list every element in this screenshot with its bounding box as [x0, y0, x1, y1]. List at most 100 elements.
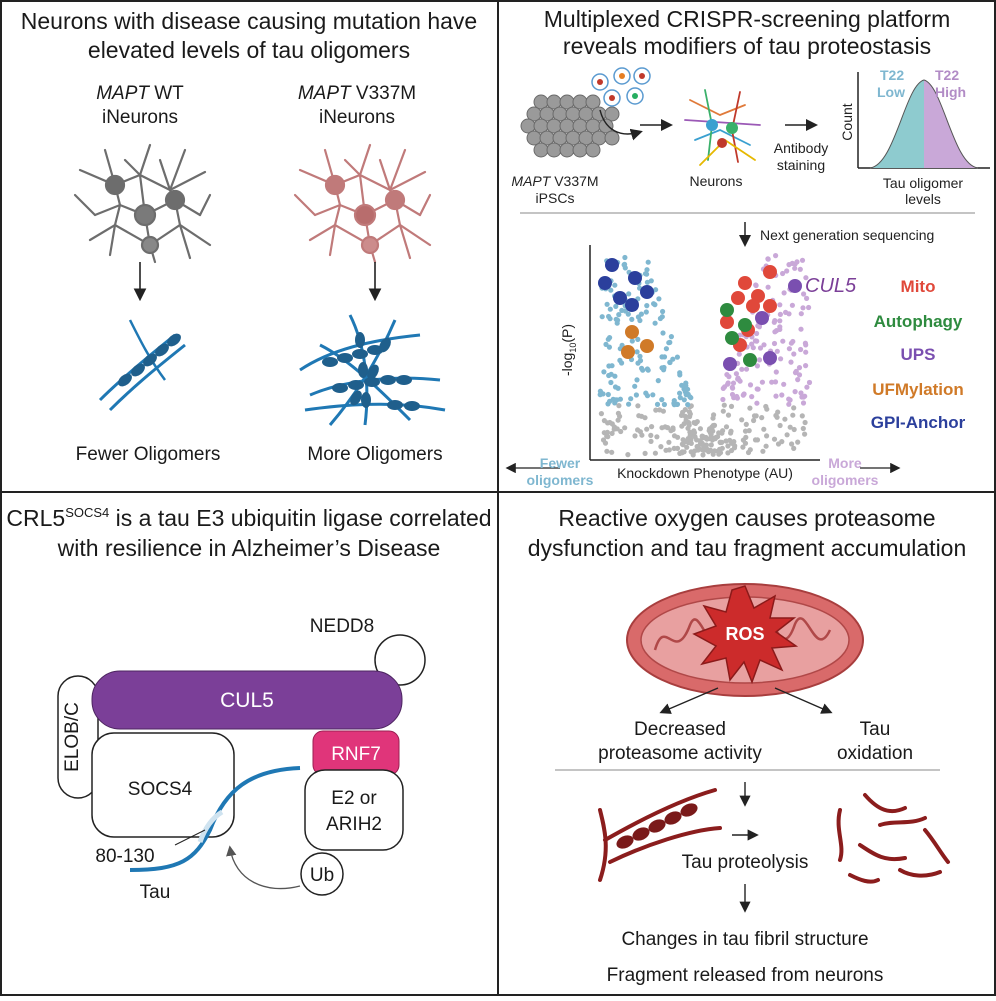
volcano-point	[601, 418, 608, 424]
volcano-point	[789, 260, 795, 266]
volcano-point	[733, 371, 740, 377]
volcano-point	[708, 447, 714, 453]
volcano-point	[771, 319, 777, 325]
volcano-point	[700, 452, 706, 458]
volcano-point	[675, 434, 681, 440]
volcano-point	[789, 441, 795, 447]
volcano-point	[708, 432, 714, 438]
t22-high-line1: T22	[935, 67, 959, 83]
volcano-point	[734, 393, 740, 400]
volcano-point	[597, 392, 603, 398]
legend-autophagy: Autophagy	[874, 312, 963, 331]
volcano-point	[598, 411, 605, 417]
volcano-point	[806, 304, 812, 311]
volcano-point	[681, 397, 687, 403]
volcano-point	[739, 417, 745, 423]
volcano-point	[686, 422, 692, 428]
volcano-point	[637, 317, 643, 324]
volcano-point	[626, 401, 632, 407]
volcano-hit-point	[625, 325, 639, 339]
volcano-point	[761, 342, 767, 348]
volcano-point	[655, 378, 661, 384]
e2-label-line2: ARIH2	[326, 814, 382, 835]
volcano-point	[791, 426, 797, 433]
volcano-point	[694, 419, 700, 425]
volcano-point	[774, 348, 780, 354]
volcano-hit-point	[763, 351, 777, 365]
volcano-point	[644, 426, 650, 432]
volcano-point	[617, 413, 623, 419]
volcano-point	[725, 450, 731, 456]
volcano-point	[754, 386, 760, 392]
neurons-label: Neurons	[690, 173, 743, 189]
oligomer-histogram: T22 Low T22 High Count Tau oligomer leve…	[839, 67, 990, 207]
volcano-point	[759, 415, 765, 421]
volcano-point	[704, 436, 710, 442]
volcano-point	[729, 384, 735, 390]
volcano-point	[716, 430, 722, 436]
volcano-point	[660, 308, 666, 315]
mutant-cell-label: iNeurons	[319, 107, 395, 128]
volcano-point	[803, 275, 809, 281]
volcano-point	[699, 433, 705, 439]
volcano-point	[799, 257, 806, 263]
panel3-title-line1: CRL5SOCS4 is a tau E3 ubiquitin ligase c…	[6, 505, 491, 531]
volcano-point	[607, 398, 613, 404]
volcano-point	[616, 403, 622, 409]
volcano-point	[609, 449, 615, 455]
volcano-hit-point	[720, 303, 734, 317]
volcano-point	[730, 380, 737, 386]
volcano-point	[622, 254, 628, 261]
nedd8-circle	[374, 634, 426, 686]
volcano-point	[800, 425, 806, 432]
volcano-point	[799, 413, 805, 419]
staining-label-line2: staining	[777, 157, 825, 173]
tau-label: Tau	[140, 882, 171, 903]
volcano-point	[683, 438, 689, 445]
volcano-hit-point	[743, 353, 757, 367]
wt-genotype-label: MAPT WT	[96, 83, 184, 104]
volcano-point	[800, 400, 807, 406]
volcano-point	[760, 448, 766, 454]
volcano-point	[742, 428, 749, 434]
volcano-point	[721, 402, 727, 408]
volcano-point	[661, 401, 668, 408]
volcano-point	[739, 366, 745, 372]
volcano-point	[691, 430, 698, 436]
legend-ups: UPS	[901, 345, 936, 364]
volcano-point	[659, 397, 665, 403]
volcano-point	[782, 416, 788, 422]
ipsc-cell	[585, 142, 601, 158]
volcano-point	[639, 432, 645, 438]
volcano-point	[666, 340, 672, 346]
volcano-point	[736, 351, 742, 357]
volcano-point	[731, 439, 737, 445]
volcano-hit-point	[598, 276, 612, 290]
volcano-point	[601, 369, 607, 375]
volcano-point	[660, 330, 666, 336]
volcano-point	[801, 291, 807, 297]
volcano-point	[802, 340, 809, 346]
volcano-hit-point	[613, 291, 627, 305]
decreased-line2: proteasome activity	[598, 743, 762, 764]
ipsc-cell	[572, 142, 588, 158]
volcano-point	[605, 391, 611, 398]
volcano-point	[659, 354, 665, 360]
panel2-title-line1: Multiplexed CRISPR-screening platform	[544, 6, 951, 32]
cul5-hit-label: CUL5	[805, 275, 857, 297]
volcano-point	[720, 408, 726, 414]
volcano-hit-point	[640, 339, 654, 353]
ipsc-cell	[546, 142, 562, 158]
volcano-point	[725, 443, 731, 449]
volcano-point	[599, 314, 605, 320]
staining-label-line1: Antibody	[774, 140, 828, 156]
volcano-point	[777, 324, 783, 330]
count-label: Count	[839, 103, 855, 140]
volcano-point	[613, 303, 619, 309]
volcano-point	[626, 291, 632, 297]
volcano-point	[779, 439, 785, 445]
volcano-point	[670, 426, 676, 433]
volcano-hit-point	[763, 299, 777, 313]
